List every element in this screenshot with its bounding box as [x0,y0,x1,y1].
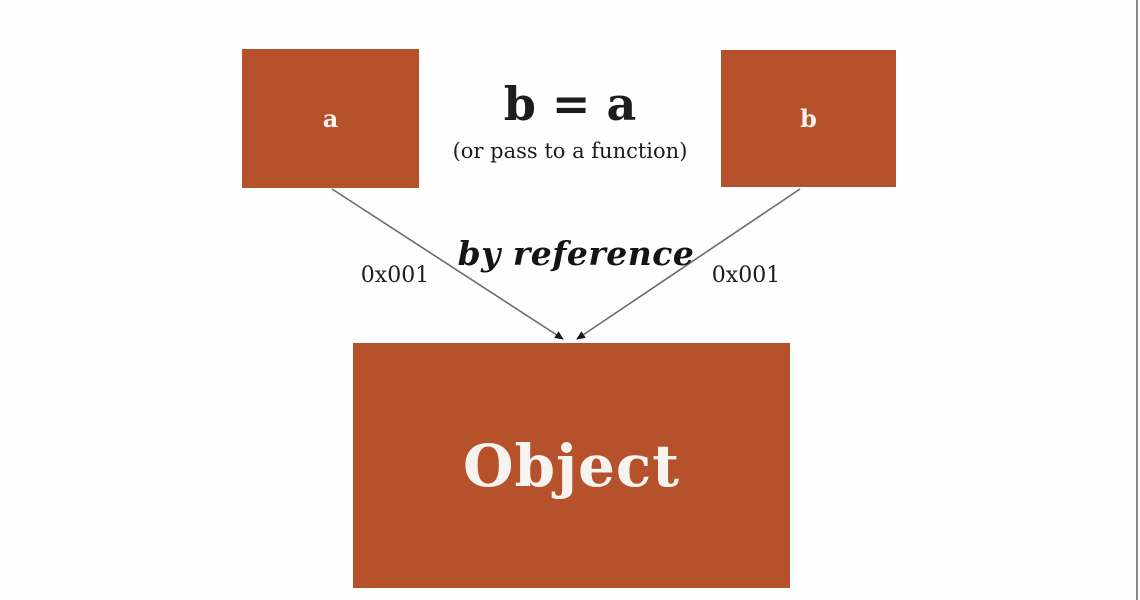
object-label: Object [462,431,681,500]
equation-subtitle: (or pass to a function) [452,139,688,163]
variable-b-label: b [800,104,817,133]
object-box: Object [353,343,790,588]
reference-mode-label: by reference [457,234,695,273]
variable-box-b: b [721,50,896,187]
variable-box-a: a [242,49,419,188]
address-label-right: 0x001 [711,263,781,288]
window-edge-line [1136,0,1138,600]
address-label-left: 0x001 [360,263,430,288]
equation-text: b = a [503,77,637,131]
variable-a-label: a [322,104,339,133]
